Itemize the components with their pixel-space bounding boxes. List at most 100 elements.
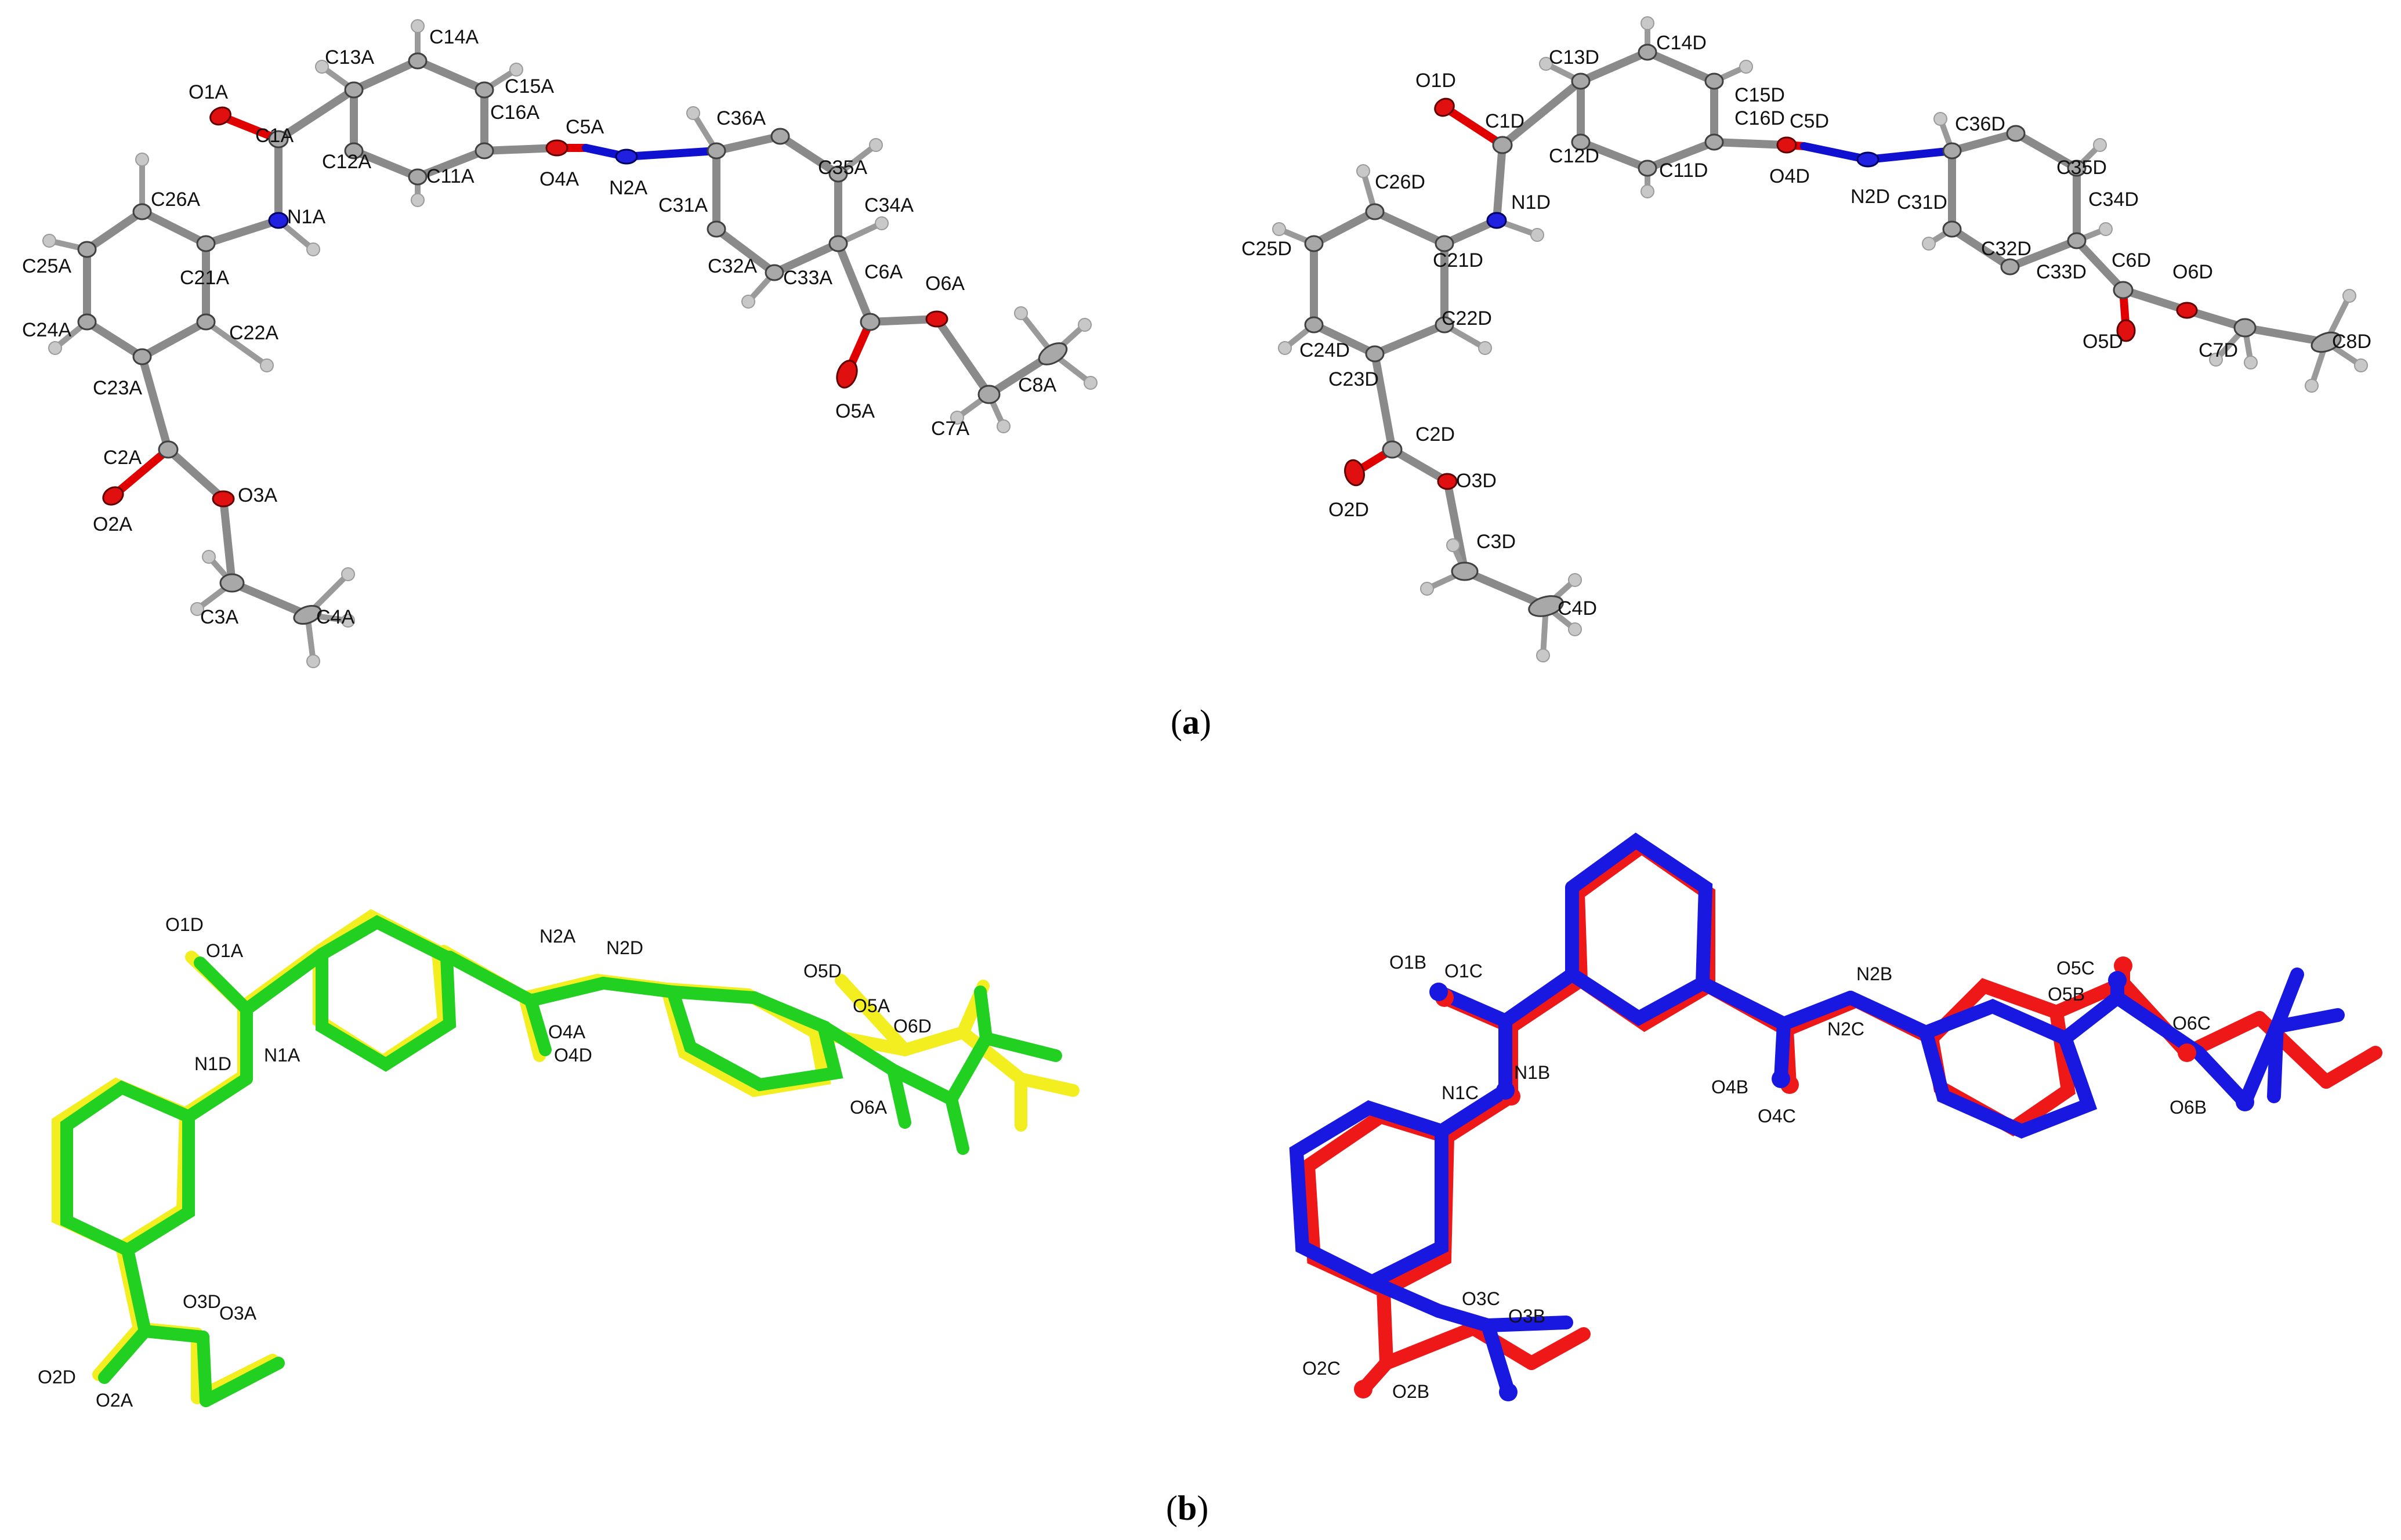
atom-label: O6A — [925, 273, 965, 295]
atom-label: C24D — [1299, 339, 1350, 361]
atom-label: N2B — [1856, 963, 1892, 984]
atom-label: C25A — [22, 255, 71, 277]
atom-label: C8D — [2332, 331, 2371, 353]
atom-label: C31A — [658, 194, 708, 216]
atom-label: C3A — [200, 606, 238, 628]
atom-label: N1C — [1442, 1082, 1479, 1103]
atom-label: O6C — [2172, 1013, 2211, 1034]
atom-label: O1A — [189, 81, 228, 103]
atom-label: O2D — [1328, 499, 1369, 521]
atom-label: N2C — [1827, 1019, 1864, 1039]
atom-label: O2D — [38, 1367, 76, 1387]
molecule-d-hetero-bonds — [1350, 103, 2130, 477]
atom-label: O4D — [554, 1045, 592, 1066]
overlay-b-c-labels: O1B O1C N1C N1B N2B N2C O4B O4C O5C O5B … — [1302, 952, 2211, 1402]
molecule-a-atoms — [42, 19, 1098, 668]
atom-label: O2C — [1302, 1358, 1341, 1379]
molecule-d-atoms — [1272, 16, 2368, 662]
molecule-a-hetero-bonds — [109, 112, 874, 500]
overlay-a-green — [60, 915, 1062, 1407]
atom-label: C24A — [22, 319, 71, 341]
atom-label: C22D — [1442, 307, 1492, 329]
atom-label: C22A — [229, 322, 278, 344]
atom-label: O5D — [803, 961, 842, 981]
atom-label: C35D — [2056, 157, 2107, 179]
atom-label: C5D — [1790, 110, 1829, 132]
atom-label: C11D — [1659, 160, 1708, 182]
atom-label: C14D — [1656, 32, 1707, 54]
atom-label: O5A — [853, 995, 890, 1016]
atom-label: O1D — [165, 914, 204, 935]
atom-label: C4D — [1558, 597, 1597, 619]
atom-label: C8A — [1018, 374, 1056, 396]
atom-label: C1D — [1485, 110, 1524, 132]
atom-label: C11A — [426, 165, 475, 187]
atom-label: N1B — [1514, 1062, 1550, 1083]
atom-label: C31D — [1897, 191, 1947, 213]
atom-label: C35A — [818, 157, 867, 179]
atom-label: N1D — [194, 1053, 231, 1074]
atom-label: C14A — [429, 26, 479, 48]
atom-label: C7D — [2199, 339, 2238, 361]
atom-label: C6A — [864, 261, 903, 283]
atom-label: C25D — [1241, 238, 1292, 260]
atom-label: O2B — [1392, 1381, 1429, 1402]
atom-label: C21D — [1433, 249, 1483, 271]
atom-label: C6D — [2112, 249, 2151, 271]
atom-label: O4B — [1711, 1077, 1748, 1097]
atom-label: C12A — [322, 151, 371, 173]
atom-label: O5A — [835, 400, 875, 422]
atom-label: O3D — [183, 1291, 221, 1312]
atom-label: C12D — [1549, 145, 1599, 167]
atom-label: O5C — [2056, 958, 2095, 979]
atom-label: O3D — [1456, 470, 1497, 492]
atom-label: C34A — [864, 194, 914, 216]
atom-label: C15A — [505, 75, 554, 97]
atom-label: O4A — [548, 1021, 586, 1042]
overlay-a-d-labels: O1D O1A N1D N1A N2A N2D O4A O4D O5D O5A … — [38, 914, 932, 1411]
atom-label: O1A — [206, 940, 244, 961]
atom-label: C15D — [1734, 84, 1785, 106]
atom-label: C2D — [1415, 423, 1455, 445]
panel-caption-a: (a) — [1171, 703, 1211, 741]
atom-label: O6D — [2172, 261, 2213, 283]
atom-label: O6D — [893, 1016, 932, 1037]
atom-label: C26A — [151, 189, 200, 211]
atom-label: C13A — [325, 46, 374, 68]
atom-label: O6B — [2170, 1097, 2207, 1118]
atom-label: C33D — [2036, 261, 2087, 283]
atom-label: C32D — [1981, 238, 2031, 260]
atom-label: O3C — [1462, 1288, 1500, 1309]
atom-label: N1A — [287, 206, 325, 228]
atom-label: C33A — [783, 267, 832, 289]
atom-label: O4D — [1769, 165, 1810, 187]
atom-label: N1A — [264, 1045, 300, 1066]
atom-label: O2A — [93, 513, 132, 535]
atom-label: C26D — [1375, 171, 1425, 193]
atom-label: O6A — [850, 1097, 888, 1118]
atom-label: O5B — [2048, 984, 2085, 1005]
atom-label: C23D — [1328, 368, 1379, 390]
atom-label: N2A — [539, 926, 576, 947]
atom-label: C34D — [2088, 189, 2139, 211]
atom-label: C23A — [93, 377, 142, 399]
molecule-d-labels: O1D C1D C13D C14D C15D C16D C5D C12D C11… — [1241, 32, 2371, 619]
overlay-a-d: O1D O1A N1D N1A N2A N2D O4A O4D O5D O5A … — [38, 909, 1080, 1411]
atom-label: C21A — [180, 267, 229, 289]
atom-label: C3D — [1476, 531, 1516, 553]
atom-label: C16D — [1734, 107, 1785, 129]
atom-label: C36D — [1955, 113, 2005, 135]
atom-label: O3A — [238, 484, 277, 506]
atom-label: C4A — [316, 606, 354, 628]
atom-label: N2D — [606, 937, 643, 958]
atom-label: O5D — [2083, 331, 2123, 353]
atom-label: C13D — [1549, 46, 1599, 68]
overlay-b-c: O1B O1C N1C N1B N2B N2C O4B O4C O5C O5B … — [1289, 832, 2382, 1402]
atom-label: C32A — [708, 255, 757, 277]
molecule-a-ortep: O1A C1A C12A C13A C14A C15A C16A C11A C5… — [22, 19, 1098, 668]
atom-label: C36A — [716, 107, 766, 129]
atom-label: C2A — [103, 447, 142, 469]
atom-label: O1B — [1389, 952, 1426, 973]
panel-caption-b: (b) — [1166, 1489, 1208, 1527]
